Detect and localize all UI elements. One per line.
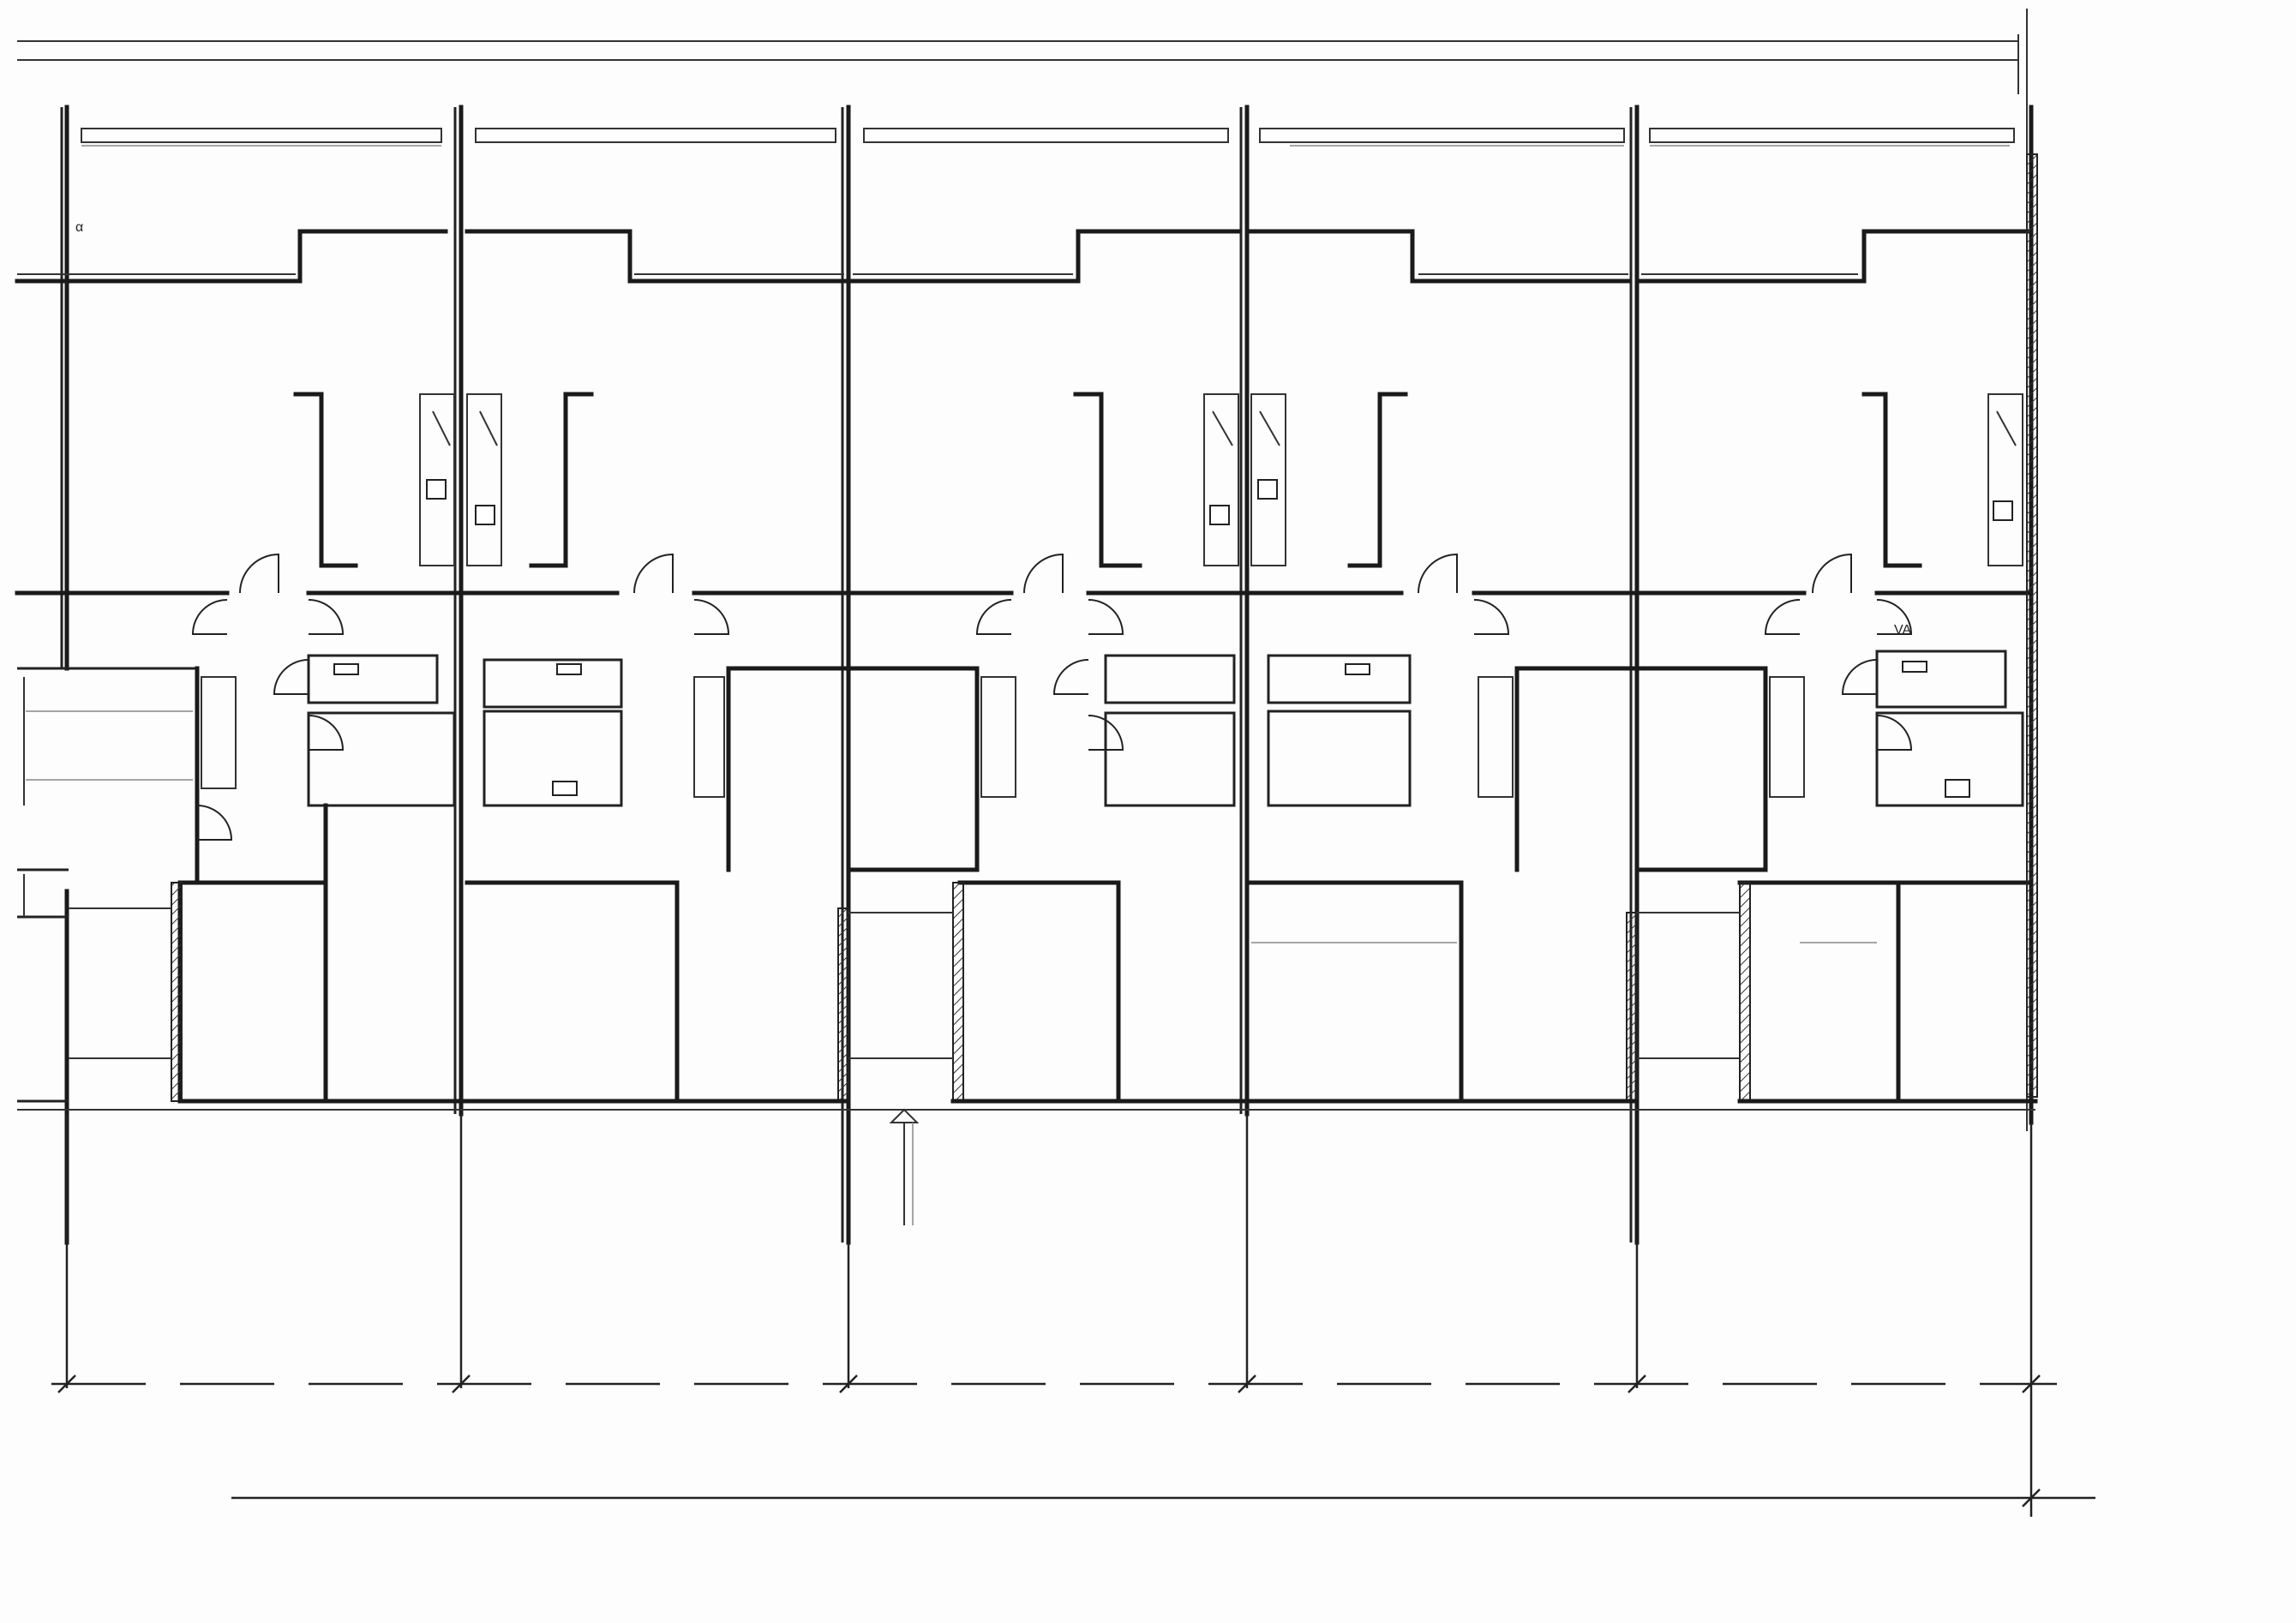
service-cores bbox=[293, 392, 2023, 568]
alpha-mark: α bbox=[75, 220, 83, 235]
grid-axes bbox=[51, 1114, 2095, 1517]
top-border bbox=[17, 9, 2028, 1131]
faint-notations bbox=[26, 145, 2010, 943]
door-swings bbox=[191, 553, 1913, 841]
wc-mark: VA bbox=[1894, 623, 1911, 638]
facade-upper bbox=[15, 229, 2029, 284]
left-edge-walls bbox=[17, 667, 197, 1245]
section-arrow bbox=[889, 1108, 920, 1225]
bathrooms bbox=[307, 650, 2024, 807]
facade-lower bbox=[17, 907, 2038, 1111]
top-built-ins bbox=[81, 128, 2015, 143]
hatched-walls bbox=[171, 153, 2038, 1102]
